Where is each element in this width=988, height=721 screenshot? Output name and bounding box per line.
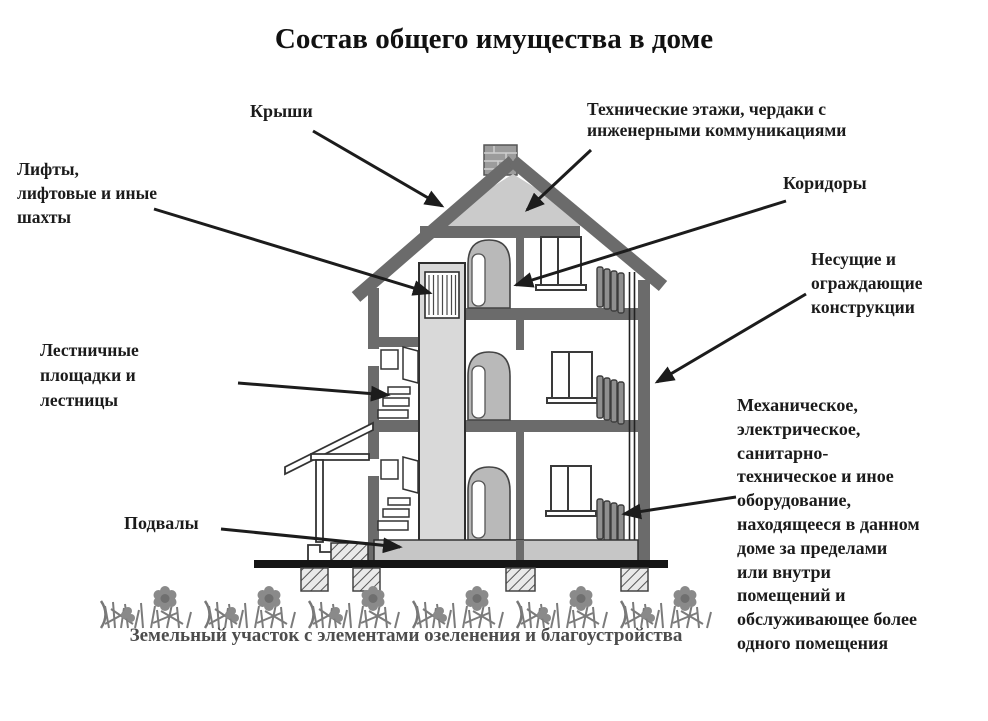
floor-slab-2 bbox=[379, 420, 638, 432]
label-corridors: Коридоры bbox=[783, 173, 867, 193]
elevator-shaft bbox=[418, 262, 466, 542]
label-technical-floors: Технические этажи, чердаки с инженерными… bbox=[587, 99, 847, 140]
arrow-elevators bbox=[153, 207, 433, 296]
staircase bbox=[377, 456, 419, 531]
porch bbox=[284, 421, 374, 562]
corridor-arch bbox=[467, 466, 511, 541]
right-wall bbox=[638, 280, 650, 562]
ground-line bbox=[254, 560, 668, 568]
attic-space bbox=[430, 174, 596, 226]
foundation-piers bbox=[300, 567, 649, 592]
radiator bbox=[596, 375, 625, 425]
elevator-door bbox=[424, 271, 460, 319]
label-staircases: Лестничные площадки и лестницы bbox=[40, 340, 139, 410]
arrow-basements bbox=[220, 527, 403, 554]
arrow-tech-floors bbox=[524, 148, 593, 212]
attic-floor-slab bbox=[420, 226, 580, 238]
interior-wall bbox=[516, 238, 524, 284]
page-title: Состав общего имущества в доме bbox=[274, 23, 714, 55]
callout-arrows bbox=[153, 129, 807, 554]
label-land-plot: Земельный участок с элементами озеленени… bbox=[129, 625, 683, 646]
arrow-equipment bbox=[621, 495, 737, 520]
arrow-stairs bbox=[237, 381, 391, 402]
heating-pipe bbox=[628, 272, 636, 540]
label-elevators: Лифты, лифтовые и иные шахты bbox=[17, 159, 157, 227]
land-grass-strip bbox=[99, 584, 713, 630]
corridor-arch bbox=[467, 239, 511, 309]
floor-slab-3 bbox=[430, 308, 638, 320]
interior-wall bbox=[516, 432, 524, 561]
basement-entry-hatch bbox=[330, 542, 369, 562]
basement bbox=[330, 539, 639, 562]
left-wall-opening bbox=[368, 349, 379, 366]
window bbox=[545, 465, 597, 517]
corridor-arch bbox=[467, 351, 511, 421]
stair-landing-slab bbox=[379, 337, 423, 347]
label-bearing-structures: Несущие и ограждающие конструкции bbox=[811, 249, 923, 317]
arrow-roofs bbox=[312, 129, 445, 208]
left-wall-opening bbox=[368, 459, 379, 476]
arrow-corridors bbox=[513, 199, 787, 288]
label-basements: Подвалы bbox=[124, 513, 199, 533]
window bbox=[535, 236, 587, 291]
radiator bbox=[596, 498, 625, 546]
label-roofs: Крыши bbox=[250, 101, 313, 121]
arrow-bearing bbox=[654, 292, 807, 384]
staircase bbox=[377, 346, 419, 419]
interior-wall bbox=[516, 320, 524, 350]
label-equipment: Механическое, электрическое, санитарно- … bbox=[737, 395, 920, 653]
window bbox=[546, 351, 598, 404]
radiator bbox=[596, 266, 625, 314]
